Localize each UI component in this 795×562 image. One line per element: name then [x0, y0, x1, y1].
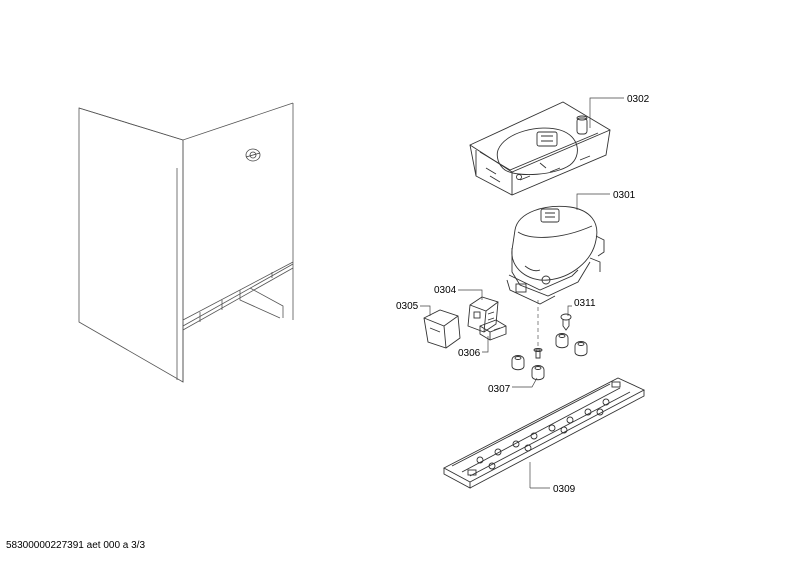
relay — [467, 296, 499, 333]
part-label-0309: 0309 — [553, 484, 576, 495]
leader-lines — [420, 97, 624, 489]
rubber-grommets — [511, 333, 588, 381]
part-label-0307: 0307 — [488, 384, 511, 395]
compressor — [506, 205, 605, 305]
part-label-0311: 0311 — [574, 298, 596, 309]
part-label-0304: 0304 — [434, 285, 457, 296]
relay-cover — [423, 309, 461, 349]
part-label-0301: 0301 — [613, 190, 636, 201]
fridge-cabinet — [78, 102, 294, 383]
part-label-0305: 0305 — [396, 301, 419, 312]
mounting-plate — [443, 377, 646, 489]
compressor-tray — [469, 101, 611, 196]
part-label-0302: 0302 — [627, 94, 650, 105]
part-label-0306: 0306 — [458, 348, 481, 359]
document-code: 58300000227391 aet 000 a 3/3 — [6, 540, 146, 551]
overload-protector — [479, 319, 507, 341]
screw — [560, 313, 572, 331]
fridge-logo-icon — [245, 148, 261, 162]
